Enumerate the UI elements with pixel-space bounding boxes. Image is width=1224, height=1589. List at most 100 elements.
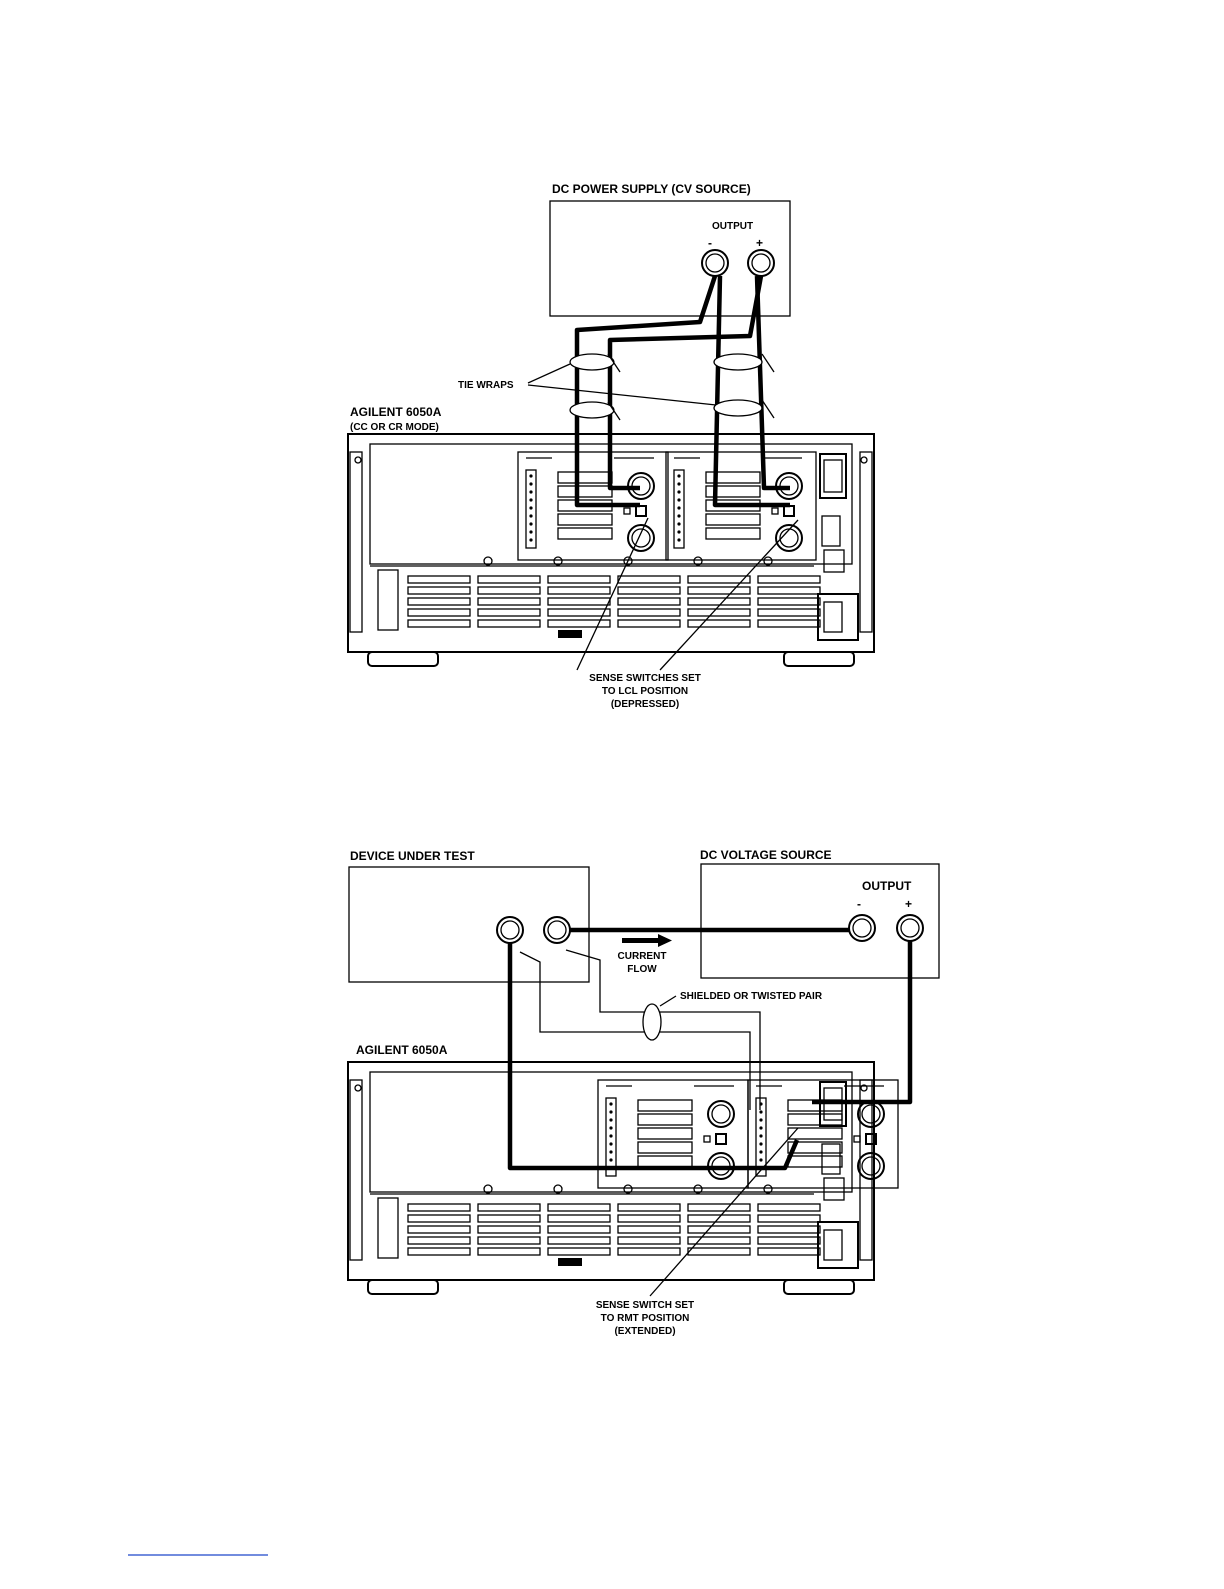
vent-slot — [478, 598, 540, 605]
output-terminal-minus — [702, 250, 728, 276]
vent-slot — [408, 620, 470, 627]
load-module-2-strip-pin — [677, 506, 680, 509]
load-module-2-strip-pin — [759, 1134, 762, 1137]
vent-slot — [478, 576, 540, 583]
vent-slot — [408, 1204, 470, 1211]
load-module-1-label-bar — [638, 1156, 692, 1167]
vent-slot — [408, 1226, 470, 1233]
load-module-2-strip-pin — [759, 1102, 762, 1105]
sense-note-line-1: SENSE SWITCH SET — [596, 1300, 694, 1311]
vent-slot — [478, 587, 540, 594]
load-module-1-strip-pin — [529, 522, 532, 525]
vent-slot — [758, 620, 820, 627]
load-module-1-label-bar — [638, 1100, 692, 1111]
vent-slot — [758, 1226, 820, 1233]
load-module-1-strip-pin — [529, 530, 532, 533]
load-module-2-label-bar — [706, 514, 760, 525]
load-module-2-strip-pin — [677, 482, 680, 485]
dut-label: DEVICE UNDER TEST — [350, 849, 475, 863]
output-terminal-plus — [748, 250, 774, 276]
left-rail — [350, 1080, 362, 1260]
wire-source-plus-to-load — [812, 941, 910, 1102]
load-module-1-sense-switch — [636, 506, 646, 516]
tie-wraps-leader-1 — [528, 364, 570, 383]
right-rail — [860, 452, 872, 632]
vent-slot — [688, 598, 750, 605]
current-flow-line-2: FLOW — [627, 964, 657, 975]
load-module-1-strip-pin — [609, 1118, 612, 1121]
vent-slot — [688, 609, 750, 616]
port-connector — [824, 1178, 844, 1200]
load-module-2-strip-pin — [677, 474, 680, 477]
foot-left — [368, 652, 438, 666]
load-module-2-strip-pin — [677, 538, 680, 541]
load-module-2-plus-terminal-inner — [862, 1105, 880, 1123]
vent-slot — [548, 598, 610, 605]
minus-label: - — [857, 897, 861, 911]
load-module-2-strip-pin — [677, 514, 680, 517]
source-terminal-minus — [849, 915, 875, 941]
power-socket — [824, 1230, 842, 1260]
figure-top: DC POWER SUPPLY (CV SOURCE) OUTPUT - + — [348, 182, 874, 710]
vent-slot — [408, 576, 470, 583]
vent-slot — [618, 1215, 680, 1222]
vent-slot — [758, 1215, 820, 1222]
twisted-pair-wrap — [643, 1004, 661, 1040]
tie-wraps-leader-2 — [528, 385, 716, 405]
load-module-1-strip-pin — [529, 506, 532, 509]
sense-note-line-3: (EXTENDED) — [614, 1326, 675, 1337]
load-label-1: AGILENT 6050A — [350, 405, 442, 419]
trigger-connector — [822, 516, 840, 546]
electronic-load-bottom — [348, 1062, 898, 1294]
load-module-1-label-bar — [638, 1128, 692, 1139]
figure-bottom: DEVICE UNDER TEST DC VOLTAGE SOURCE OUTP… — [348, 848, 939, 1337]
load-module-1-strip-pin — [609, 1158, 612, 1161]
power-socket — [824, 602, 842, 632]
load-module-2-label-bar — [706, 528, 760, 539]
load-module-2-strip-pin — [759, 1142, 762, 1145]
load-module-1-strip-pin — [529, 538, 532, 541]
load-module-1-plus-terminal-inner — [712, 1105, 730, 1123]
source-label: DC POWER SUPPLY (CV SOURCE) — [552, 182, 751, 196]
vent-slot — [618, 587, 680, 594]
vent-slot — [618, 1204, 680, 1211]
load-module-1-strip-pin — [529, 474, 532, 477]
vent-slot — [548, 1204, 610, 1211]
wire-dut-to-load-minus — [510, 943, 797, 1168]
load-module-1-label-bar — [558, 514, 612, 525]
right-rail-screw — [861, 457, 867, 463]
load-module-2-minus-terminal-inner — [780, 529, 798, 547]
vent-slot — [618, 620, 680, 627]
left-rail-screw — [355, 457, 361, 463]
vent-slot — [548, 1237, 610, 1244]
load-label: AGILENT 6050A — [356, 1043, 448, 1057]
load-module-1-strip-pin — [529, 490, 532, 493]
vent-slot — [758, 609, 820, 616]
vent-slot — [548, 609, 610, 616]
vent-slot — [408, 1248, 470, 1255]
load-module-2-strip-pin — [759, 1118, 762, 1121]
load-module-1-strip-pin — [609, 1166, 612, 1169]
load-module-1-strip-pin — [529, 514, 532, 517]
handle-left — [378, 570, 398, 630]
minus-label: - — [708, 236, 712, 250]
load-module-2-label-bar — [788, 1156, 842, 1167]
load-module-2-strip-pin — [759, 1158, 762, 1161]
vent-slot — [408, 598, 470, 605]
load-module-2-strip-pin — [677, 530, 680, 533]
vent-slot — [688, 1248, 750, 1255]
current-flow-arrow — [622, 934, 672, 947]
load-module-1-strip-pin — [609, 1126, 612, 1129]
output-label: OUTPUT — [862, 879, 912, 893]
load-module-1-label-bar — [638, 1142, 692, 1153]
vent-slot — [478, 1226, 540, 1233]
vent-slot — [758, 1204, 820, 1211]
source-terminal-plus — [897, 915, 923, 941]
load-module-1-label-bar — [558, 486, 612, 497]
plus-label: + — [756, 236, 763, 250]
vent-slot — [758, 1248, 820, 1255]
tie-wraps-label: TIE WRAPS — [458, 380, 514, 391]
vent-slot — [408, 1215, 470, 1222]
